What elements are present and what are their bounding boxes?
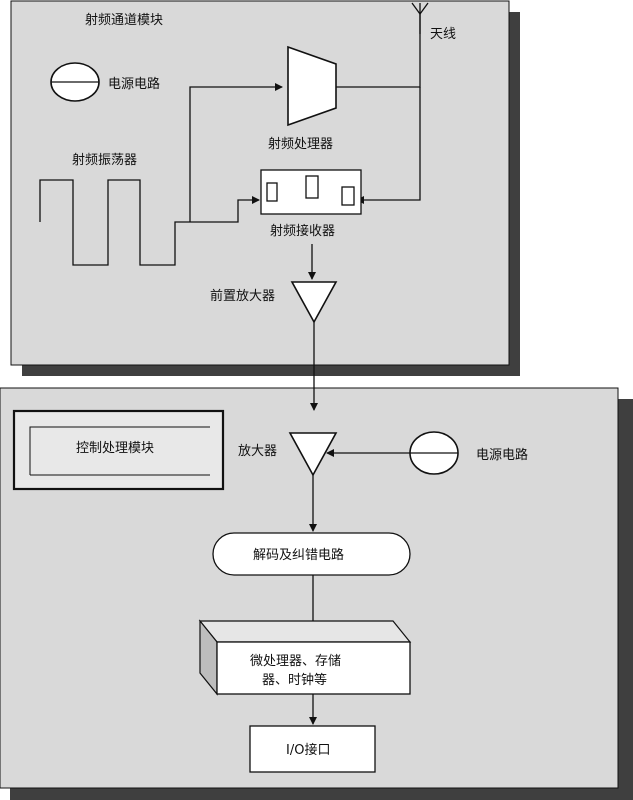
osc-to-receiver-line <box>190 196 260 223</box>
control-power-label: 电源电路 <box>476 447 528 463</box>
preamp-label: 前置放大器 <box>210 288 275 304</box>
antenna-icon <box>411 2 429 34</box>
rf-power-circuit: 电源电路 <box>50 62 160 102</box>
oscillator-label: 射频振荡器 <box>72 152 137 168</box>
io-interface-box <box>249 725 376 773</box>
amplifier-triangle <box>288 432 338 477</box>
decoder-label: 解码及纠错电路 <box>253 547 344 563</box>
control-module-title-box: 控制处理模块 <box>12 409 225 491</box>
receiver-element-icon <box>341 186 355 206</box>
control-module-title: 控制处理模块 <box>76 441 154 456</box>
receiver-element-icon <box>305 175 319 199</box>
rf-receiver-label: 射频接收器 <box>270 223 335 239</box>
micro-label-line1: 微处理器、存储 <box>250 654 341 669</box>
rf-processor-shape <box>287 45 337 127</box>
rf-receiver-box <box>260 169 362 215</box>
osc-to-processor-line <box>189 83 283 222</box>
io-interface-label: I/O接口 <box>286 742 330 758</box>
rf-power-label: 电源电路 <box>108 76 160 92</box>
amplifier-label: 放大器 <box>238 444 277 459</box>
preamp-triangle <box>290 281 338 324</box>
rf-processor-label: 射频处理器 <box>268 136 333 152</box>
square-wave-icon <box>39 179 190 266</box>
receiver-element-icon <box>266 182 278 202</box>
decoder-box <box>212 532 411 576</box>
microprocessor-box: 微处理器、存储 器、时钟等 <box>198 619 412 696</box>
antenna-label: 天线 <box>430 27 456 42</box>
rf-module-panel <box>10 0 510 366</box>
antenna-to-receiver-line <box>356 87 421 204</box>
rf-module-title: 射频通道模块 <box>85 12 163 28</box>
micro-label-line2: 器、时钟等 <box>262 672 327 688</box>
